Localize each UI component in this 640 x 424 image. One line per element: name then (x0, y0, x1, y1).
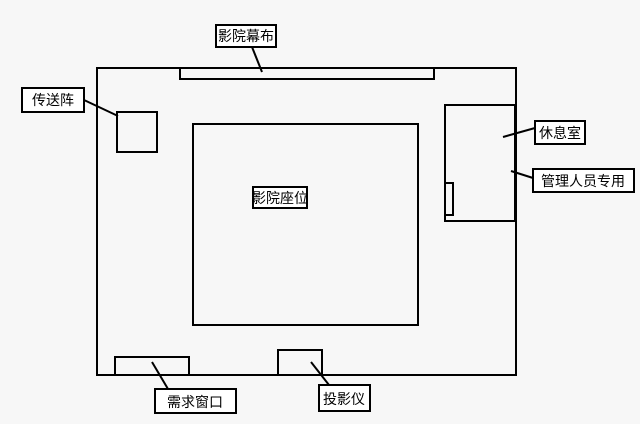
staff-only-label: 管理人员专用 (532, 168, 635, 193)
projector-leader (310, 361, 330, 386)
lounge-room (444, 104, 516, 222)
service-window-label: 需求窗口 (154, 388, 237, 414)
screen-leader (251, 46, 263, 73)
screen-label: 影院幕布 (215, 24, 277, 48)
service-window-leader (151, 361, 169, 390)
svg-text:管理人员专用: 管理人员专用 (541, 174, 625, 190)
projector-shape (277, 349, 323, 376)
teleporter-label: 传送阵 (21, 87, 85, 113)
svg-text:传送阵: 传送阵 (32, 93, 74, 109)
svg-text:影院幕布: 影院幕布 (218, 29, 274, 45)
seats-area (192, 123, 419, 326)
seats-label: 影院座位 (252, 186, 308, 209)
projector-label: 投影仪 (318, 384, 371, 412)
svg-text:影院座位: 影院座位 (252, 191, 308, 207)
screen-shape (179, 67, 435, 80)
svg-text:需求窗口: 需求窗口 (167, 394, 223, 411)
service-window-shape (114, 356, 190, 376)
svg-text:投影仪: 投影仪 (323, 392, 365, 408)
staff-leader (510, 170, 534, 179)
teleporter-shape (116, 111, 158, 153)
lounge-door (444, 182, 454, 216)
svg-text:休息室: 休息室 (539, 125, 581, 142)
lounge-leader (502, 127, 536, 138)
teleporter-leader (83, 99, 119, 117)
lounge-label: 休息室 (534, 120, 586, 145)
